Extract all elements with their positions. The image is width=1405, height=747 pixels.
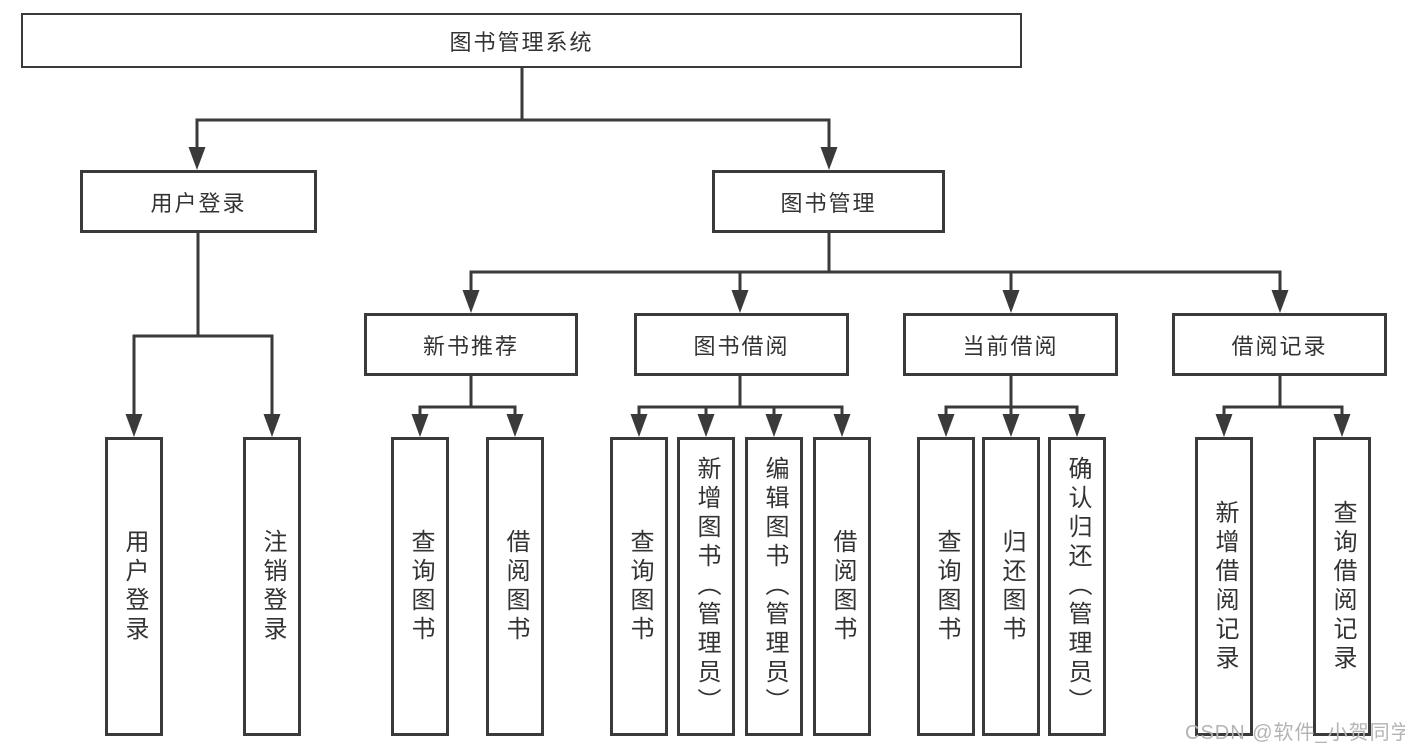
arrow-icon: [1002, 290, 1020, 313]
node-label: 图书管理系统: [449, 29, 594, 55]
connector-root-to-level2: [188, 66, 838, 170]
connector-borrow-record-children: [1215, 374, 1351, 437]
leaf-user-login: 用户登录: [105, 437, 163, 736]
node-root: 图书管理系统: [21, 13, 1022, 68]
arrow-icon: [765, 414, 783, 437]
arrow-icon: [1068, 414, 1086, 437]
arrow-icon: [125, 414, 143, 437]
leaf-borrow-book: 借阅图书: [813, 437, 871, 736]
node-book-management: 图书管理: [712, 170, 945, 233]
node-label: 查询借阅记录: [1329, 499, 1356, 674]
node-label: 新增图书（管理员）: [693, 456, 720, 717]
arrow-icon: [833, 414, 851, 437]
node-label: 查询图书: [626, 528, 653, 645]
leaf-query-book-recommend: 查询图书: [391, 437, 449, 736]
arrow-icon: [1215, 414, 1233, 437]
arrow-icon: [506, 414, 524, 437]
node-label: 新书推荐: [422, 333, 519, 359]
leaf-borrow-book-recommend: 借阅图书: [486, 437, 544, 736]
connector-new-book-children: [411, 374, 524, 437]
arrow-icon: [1333, 414, 1351, 437]
node-label: 用户登录: [150, 190, 247, 216]
leaf-add-book-admin: 新增图书（管理员）: [677, 437, 735, 736]
node-label: 借阅图书: [829, 528, 856, 645]
node-label: 归还图书: [998, 528, 1025, 645]
node-borrow-record: 借阅记录: [1172, 313, 1387, 376]
arrow-icon: [630, 414, 648, 437]
arrow-icon: [697, 414, 715, 437]
arrow-icon: [820, 147, 838, 170]
node-label: 用户登录: [121, 528, 148, 645]
arrow-icon: [188, 147, 206, 170]
node-label: 注销登录: [259, 528, 286, 645]
leaf-logout-login: 注销登录: [243, 437, 301, 736]
arrow-icon: [1271, 290, 1289, 313]
node-book-borrow: 图书借阅: [634, 313, 849, 376]
node-user-login: 用户登录: [80, 170, 317, 233]
node-label: 确认归还（管理员）: [1064, 456, 1091, 717]
arrow-icon: [937, 414, 955, 437]
arrow-icon: [411, 414, 429, 437]
node-label: 查询图书: [933, 528, 960, 645]
connector-current-borrow-children: [937, 374, 1086, 437]
node-label: 借阅图书: [502, 528, 529, 645]
connector-book-borrow-children: [630, 374, 851, 437]
node-label: 新增借阅记录: [1211, 499, 1238, 674]
leaf-confirm-return-admin: 确认归还（管理员）: [1048, 437, 1106, 736]
node-label: 借阅记录: [1231, 333, 1328, 359]
node-label: 图书管理: [780, 190, 877, 216]
connector-user-login-children: [125, 231, 281, 437]
arrow-icon: [462, 290, 480, 313]
node-current-borrow: 当前借阅: [903, 313, 1118, 376]
csdn-watermark: CSDN @软件_小贺同学: [1185, 722, 1405, 744]
node-label: 查询图书: [407, 528, 434, 645]
leaf-query-book-current: 查询图书: [917, 437, 975, 736]
connector-book-management-to-level3: [462, 231, 1289, 313]
node-label: 编辑图书（管理员）: [761, 456, 788, 717]
arrow-icon: [1002, 414, 1020, 437]
leaf-query-borrow-record: 查询借阅记录: [1313, 437, 1371, 736]
leaf-return-book: 归还图书: [982, 437, 1040, 736]
arrow-icon: [731, 290, 749, 313]
node-label: 当前借阅: [962, 333, 1059, 359]
arrow-icon: [263, 414, 281, 437]
node-label: 图书借阅: [693, 333, 790, 359]
leaf-query-book-borrow: 查询图书: [610, 437, 668, 736]
leaf-edit-book-admin: 编辑图书（管理员）: [745, 437, 803, 736]
leaf-add-borrow-record: 新增借阅记录: [1195, 437, 1253, 736]
node-new-book-recommend: 新书推荐: [364, 313, 578, 376]
